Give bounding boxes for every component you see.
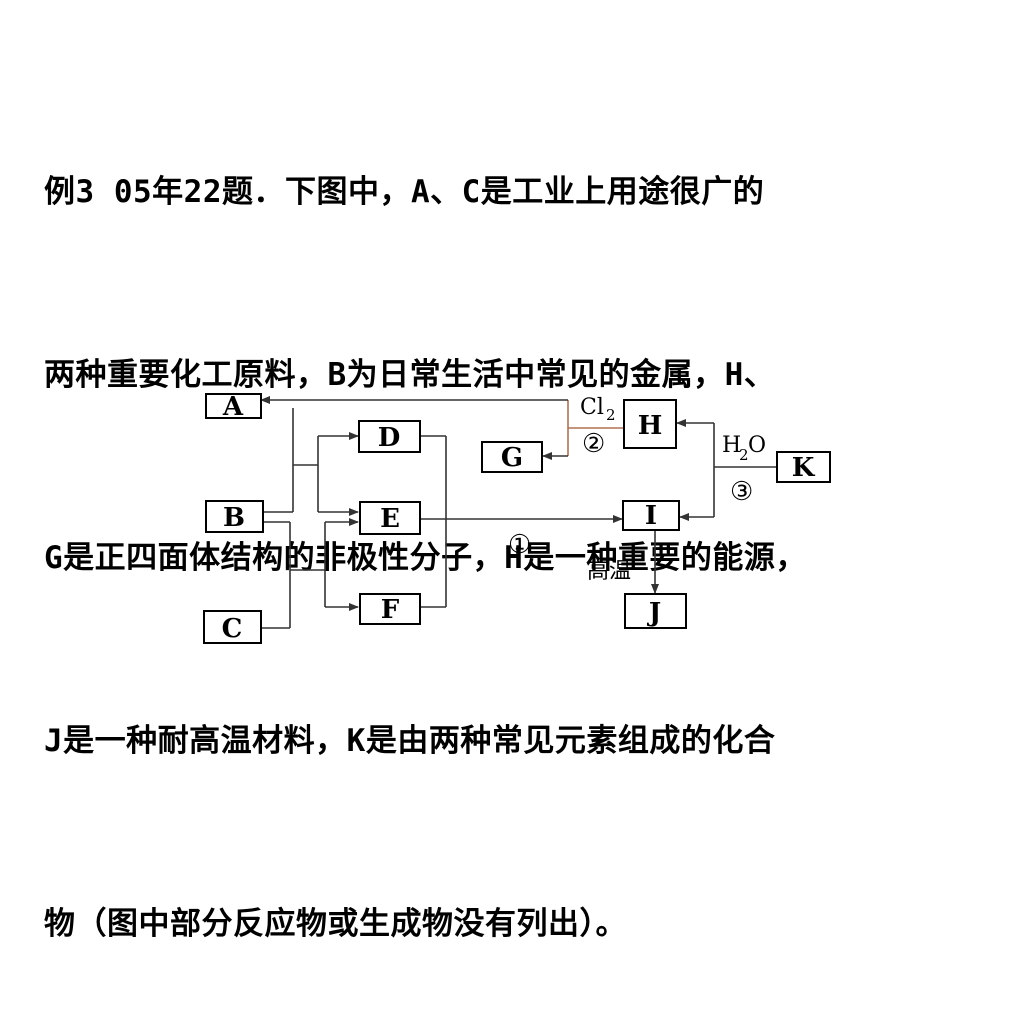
node-c-label: C bbox=[222, 614, 243, 644]
label-h2o-o: O bbox=[748, 433, 766, 458]
node-k-label: K bbox=[792, 453, 816, 483]
label-cl2-text: Cl bbox=[580, 395, 604, 420]
node-j-label: J bbox=[647, 598, 661, 628]
label-h2o-subscript: 2 bbox=[739, 446, 749, 464]
label-step-3: ③ bbox=[730, 477, 753, 507]
label-high-temperature: 高温 bbox=[587, 559, 631, 584]
node-h: H bbox=[623, 399, 677, 449]
node-a: A bbox=[205, 392, 262, 422]
node-i-label: I bbox=[645, 501, 657, 531]
label-h2o: H 2 O bbox=[722, 433, 766, 464]
label-h2o-h: H bbox=[722, 433, 741, 458]
reaction-flow-diagram: A B C D E F G H I J K Cl 2 bbox=[203, 392, 831, 644]
node-g-label: G bbox=[501, 443, 523, 473]
node-e: E bbox=[359, 501, 421, 535]
node-f-label: F bbox=[381, 595, 400, 625]
question-line-5: 物（图中部分反应物或生成物没有列出）。 bbox=[44, 906, 627, 942]
node-b-label: B bbox=[223, 503, 245, 533]
label-step-2: ② bbox=[582, 429, 605, 459]
node-b: B bbox=[205, 500, 264, 533]
label-cl2: Cl 2 bbox=[580, 395, 616, 424]
label-step-1: ① bbox=[508, 530, 531, 560]
node-f: F bbox=[359, 593, 421, 625]
node-j: J bbox=[624, 593, 687, 629]
question-line-1: 例3 05年22题．下图中，A、C是工业上用途很广的 bbox=[44, 174, 765, 210]
node-c: C bbox=[203, 610, 262, 644]
question-line-2: 两种重要化工原料，B为日常生活中常见的金属，H、 bbox=[44, 357, 776, 393]
node-h-label: H bbox=[638, 411, 663, 441]
node-d: D bbox=[358, 420, 421, 453]
node-d-label: D bbox=[378, 423, 401, 453]
node-a-label: A bbox=[222, 392, 244, 422]
question-line-4: J是一种耐高温材料，K是由两种常见元素组成的化合 bbox=[44, 723, 776, 759]
node-g: G bbox=[481, 441, 543, 473]
label-cl2-subscript: 2 bbox=[606, 406, 616, 424]
node-e-label: E bbox=[380, 504, 400, 534]
node-k: K bbox=[776, 451, 831, 483]
node-i: I bbox=[622, 500, 680, 531]
diagram-connectors bbox=[260, 396, 776, 629]
question-line-3: G是正四面体结构的非极性分子，H是一种重要的能源， bbox=[44, 540, 807, 576]
